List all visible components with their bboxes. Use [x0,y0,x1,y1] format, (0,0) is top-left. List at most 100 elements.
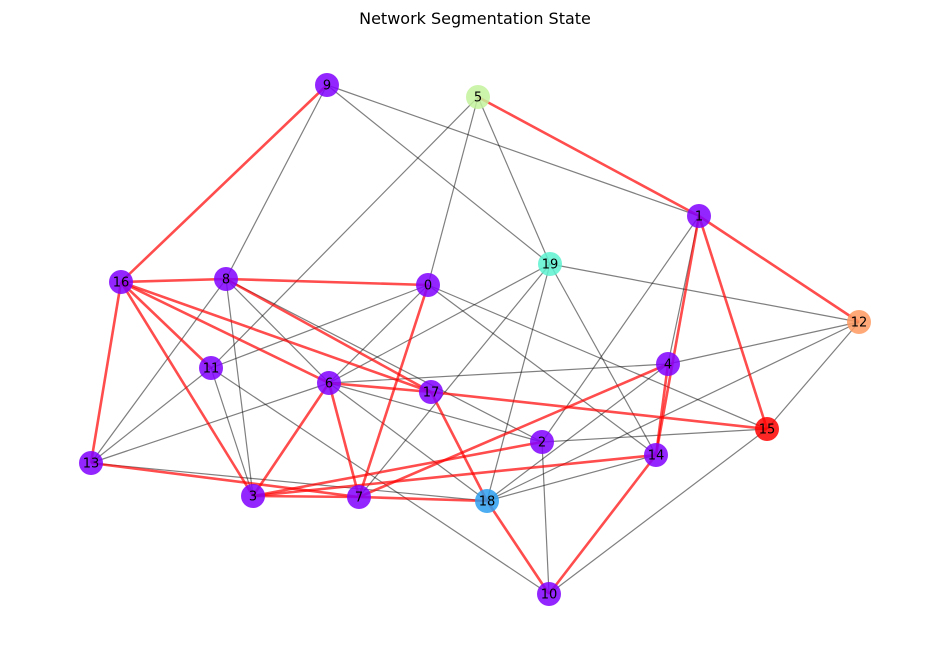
node-13 [79,451,103,475]
highlighted-edge-1-14 [654,215,701,456]
highlighted-edges-group [89,84,860,595]
edge-6-18 [328,382,488,502]
highlighted-edge-16-3 [119,281,255,497]
highlighted-edge-3-2 [252,440,543,498]
edge-12-15 [766,321,860,430]
highlighted-edge-16-17 [120,280,432,394]
node-label-2: 2 [538,436,546,451]
edge-8-13 [90,278,227,464]
edge-5-0 [427,96,479,286]
edge-8-6 [225,278,330,384]
node-18 [475,489,499,513]
edge-9-8 [225,84,328,280]
node-label-1: 1 [695,210,703,225]
node-label-0: 0 [424,279,432,294]
edge-8-2 [225,278,543,443]
highlighted-edge-17-15 [430,390,768,431]
edge-13-18 [90,462,488,502]
highlighted-edge-8-17 [225,277,432,394]
highlighted-edge-16-8 [120,277,227,284]
node-label-15: 15 [759,423,776,438]
highlighted-edge-16-11 [120,281,212,369]
edge-2-15 [541,428,768,443]
node-label-5: 5 [474,91,482,106]
node-2 [530,430,554,454]
highlighted-edge-18-10 [485,500,551,595]
graph-title: Network Segmentation State [359,9,591,28]
edge-1-2 [541,215,700,443]
edge-18-14 [486,454,657,502]
edge-6-13 [90,382,330,464]
node-label-18: 18 [479,495,496,510]
edge-0-15 [427,284,768,430]
edge-5-19 [477,96,551,265]
node-label-7: 7 [355,491,363,506]
highlighted-edge-4-7 [358,362,669,499]
edge-19-7 [358,263,551,498]
highlighted-edge-4-14 [654,363,670,456]
node-label-11: 11 [203,362,220,377]
highlighted-edge-3-7 [252,494,360,499]
highlighted-edge-16-13 [89,281,123,464]
highlighted-edge-1-15 [697,215,769,430]
node-label-17: 17 [423,386,440,401]
node-label-13: 13 [83,457,100,472]
edge-12-4 [667,321,860,365]
edge-4-18 [486,363,669,502]
highlighted-edge-3-14 [252,453,657,498]
edge-12-18 [486,321,860,502]
highlighted-edge-1-12 [698,214,860,324]
edge-11-0 [210,284,429,369]
highlighted-edge-5-1 [477,95,700,218]
highlighted-edge-13-7 [90,461,360,499]
node-label-4: 4 [664,358,672,373]
node-15 [755,417,779,441]
node-19 [538,252,562,276]
edge-15-10 [548,428,768,595]
highlighted-edge-0-7 [357,284,430,498]
node-label-3: 3 [249,490,257,505]
edge-19-6 [328,263,551,384]
highlighted-edge-16-6 [120,280,330,385]
node-label-10: 10 [541,588,558,603]
node-1 [687,204,711,228]
node-6 [317,371,341,395]
node-10 [537,582,561,606]
node-label-16: 16 [113,276,130,291]
edge-9-1 [326,84,700,217]
node-12 [847,310,871,334]
edge-19-18 [486,263,551,502]
node-label-9: 9 [323,79,331,94]
edge-0-14 [427,284,657,456]
node-16 [109,270,133,294]
edge-0-6 [328,284,429,384]
node-17 [419,380,443,404]
node-11 [199,356,223,380]
node-0 [416,273,440,297]
highlighted-edge-6-17 [328,381,432,394]
highlighted-edge-9-16 [120,84,328,283]
node-14 [644,443,668,467]
normal-edges-group [90,84,860,595]
highlighted-edge-6-3 [251,382,331,497]
node-label-8: 8 [222,273,230,288]
edge-11-3 [210,367,254,497]
edge-5-11 [210,96,479,369]
node-label-14: 14 [648,449,665,464]
node-5 [466,85,490,109]
highlighted-edge-7-18 [358,495,488,503]
node-8 [214,267,238,291]
node-9 [315,73,339,97]
node-4 [656,352,680,376]
edge-9-19 [326,84,551,265]
edge-11-10 [210,367,550,595]
highlighted-edge-17-18 [429,391,489,502]
node-label-19: 19 [542,258,559,273]
edge-11-13 [90,367,212,464]
edge-19-14 [549,263,657,456]
node-3 [241,484,265,508]
edge-4-6 [328,363,669,384]
node-label-6: 6 [325,377,333,392]
